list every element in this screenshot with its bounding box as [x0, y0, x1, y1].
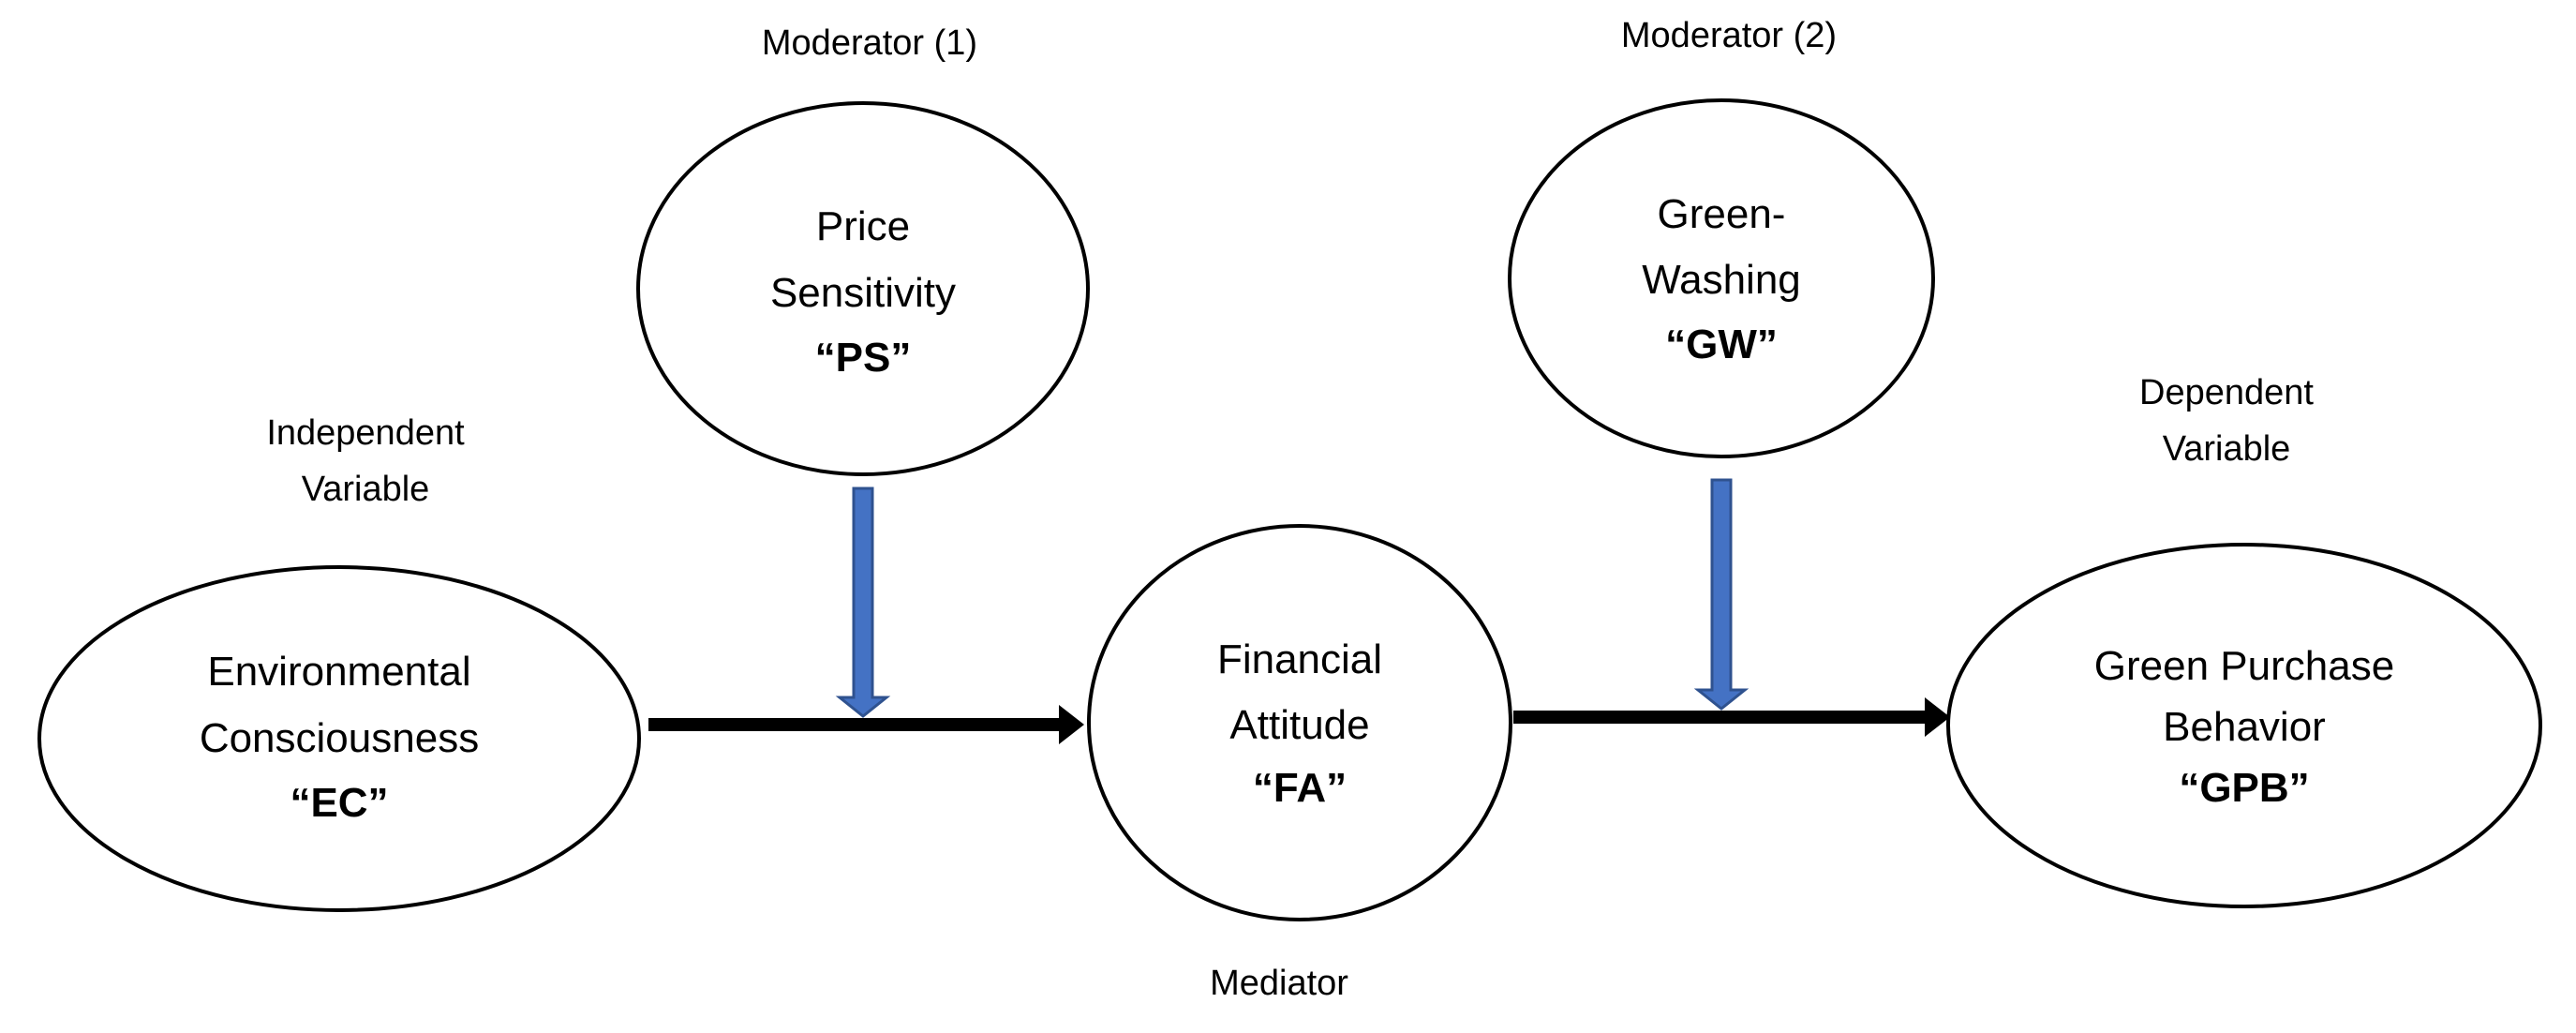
node-ps-text-line-2: Sensitivity	[770, 270, 956, 316]
node-ec-ellipse	[37, 565, 641, 912]
node-green-purchase-behavior: Green Purchase Behavior “GPB”	[1946, 543, 2542, 908]
node-fa-abbr: “FA”	[1253, 765, 1347, 811]
moderator-2-label: Moderator (2)	[1621, 16, 1837, 55]
moderator-arrow-gw	[1693, 478, 1750, 711]
node-gpb-ellipse	[1946, 543, 2542, 908]
node-ec-text-line-2: Consciousness	[200, 715, 479, 761]
independent-variable-label-line-2: Variable	[302, 470, 430, 509]
dependent-variable-label-line-2: Variable	[2163, 429, 2291, 469]
node-gpb-abbr: “GPB”	[2179, 765, 2309, 811]
arrow-fa-to-gpb	[1513, 697, 1950, 737]
independent-variable-label-line-1: Independent	[266, 413, 465, 453]
node-ps-ellipse	[636, 101, 1090, 476]
node-gw-text-line-2: Washing	[1642, 257, 1801, 303]
node-gw-abbr: “GW”	[1665, 322, 1778, 367]
moderator-1-label: Moderator (1)	[762, 23, 977, 63]
node-gw-text-line-1: Green-	[1658, 191, 1786, 237]
node-ec-text-line-1: Environmental	[207, 649, 470, 695]
dependent-variable-label-line-1: Dependent	[2139, 373, 2314, 412]
arrow-fa-to-gpb-head	[1925, 697, 1950, 737]
node-gw-ellipse	[1508, 98, 1935, 458]
arrow-ec-to-fa	[648, 705, 1084, 744]
node-ps-abbr: “PS”	[815, 335, 912, 381]
node-environmental-consciousness: Environmental Consciousness “EC”	[37, 565, 641, 912]
node-gpb-text-line-2: Behavior	[2163, 704, 2326, 750]
node-ec-abbr: “EC”	[290, 780, 388, 826]
node-fa-ellipse	[1087, 524, 1512, 921]
node-fa-text-line-1: Financial	[1217, 636, 1382, 682]
arrow-ec-to-fa-head	[1059, 705, 1084, 744]
mediator-label: Mediator	[1210, 964, 1348, 1003]
node-green-washing: Green- Washing “GW”	[1508, 98, 1935, 458]
node-financial-attitude: Financial Attitude “FA”	[1087, 524, 1512, 921]
node-ps-text-line-1: Price	[816, 203, 910, 249]
node-price-sensitivity: Price Sensitivity “PS”	[636, 101, 1090, 476]
node-fa-text-line-2: Attitude	[1229, 702, 1369, 748]
node-gpb-text-line-1: Green Purchase	[2094, 643, 2394, 689]
moderator-arrow-ps	[835, 487, 891, 718]
